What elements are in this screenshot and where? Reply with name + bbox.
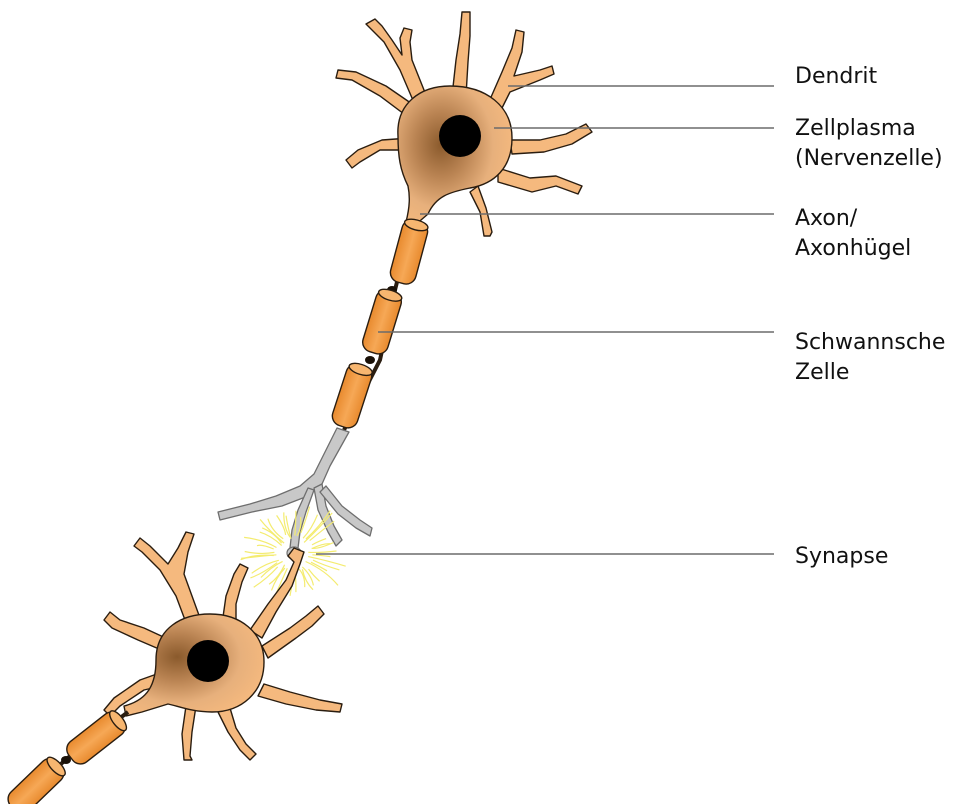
schwann-cell-1 bbox=[388, 217, 430, 287]
label-axon: Axon/ Axonhügel bbox=[795, 204, 911, 264]
lower-schwann-cell-1 bbox=[63, 707, 130, 768]
upper-neuron bbox=[336, 12, 592, 236]
label-dendrit: Dendrit bbox=[795, 62, 877, 92]
label-schwann-line2: Zelle bbox=[795, 358, 945, 388]
lower-nucleus bbox=[187, 640, 229, 682]
schwann-cell-3 bbox=[330, 361, 375, 431]
synapse-filament bbox=[245, 552, 275, 554]
lower-axon bbox=[4, 707, 130, 804]
synapse-filament bbox=[260, 519, 284, 543]
label-zellplasma-line1: Zellplasma bbox=[795, 114, 943, 144]
label-synapse-text: Synapse bbox=[795, 544, 888, 569]
label-dendrit-text: Dendrit bbox=[795, 64, 877, 89]
synapse-filament bbox=[312, 555, 330, 557]
label-zellplasma: Zellplasma (Nervenzelle) bbox=[795, 114, 943, 174]
axon bbox=[330, 217, 430, 431]
synapse-filament bbox=[299, 569, 305, 587]
synapse-filament bbox=[306, 562, 338, 586]
lower-schwann-cell-2 bbox=[4, 754, 69, 804]
synapse-filament bbox=[250, 563, 277, 578]
label-axon-line1: Axon/ bbox=[795, 204, 911, 234]
schwann-cell-2 bbox=[360, 287, 404, 357]
synapse-filament bbox=[308, 557, 346, 567]
label-synapse: Synapse bbox=[795, 542, 888, 572]
label-axon-line2: Axonhügel bbox=[795, 234, 911, 264]
upper-nucleus bbox=[439, 115, 481, 157]
synapse-filament bbox=[311, 562, 327, 571]
synapse-filament bbox=[257, 545, 274, 549]
synapse-filament bbox=[244, 537, 276, 547]
label-schwann: Schwannsche Zelle bbox=[795, 328, 945, 388]
synapse-filament bbox=[309, 569, 320, 581]
label-schwann-line1: Schwannsche bbox=[795, 328, 945, 358]
synapse-filament bbox=[308, 551, 336, 552]
label-zellplasma-line2: (Nervenzelle) bbox=[795, 144, 943, 174]
lower-neuron bbox=[104, 532, 342, 760]
